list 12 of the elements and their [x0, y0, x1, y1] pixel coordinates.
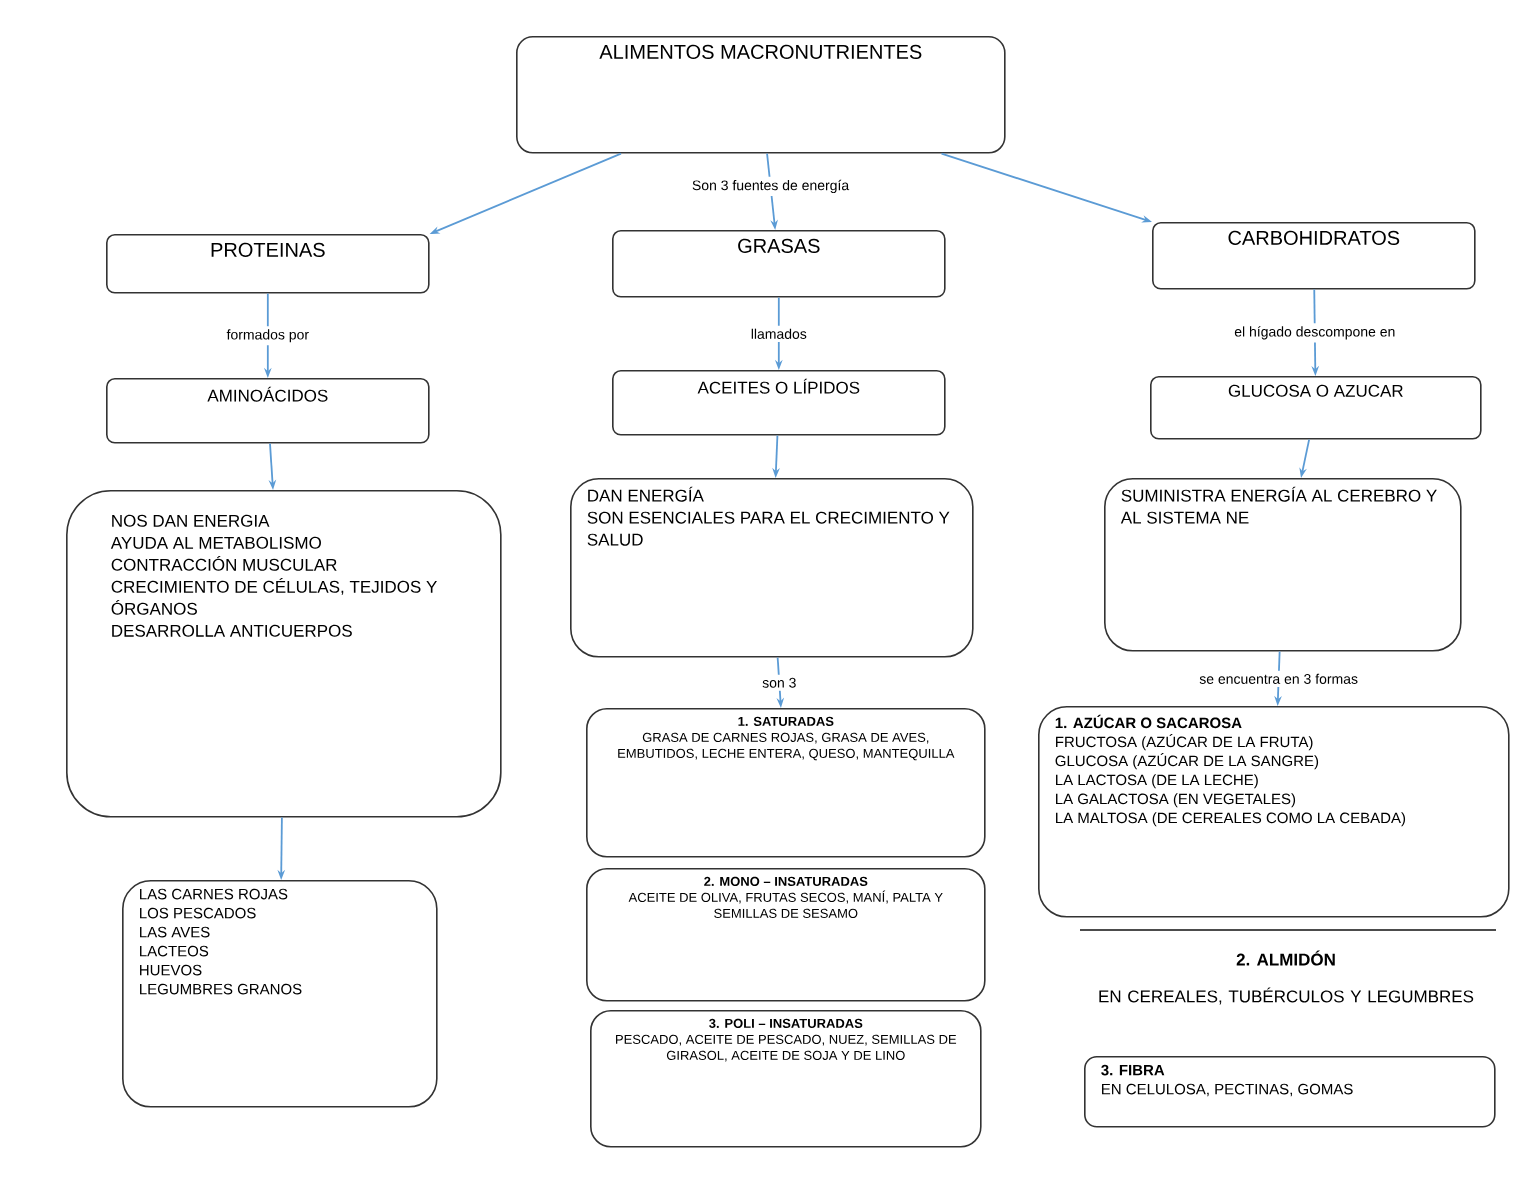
concept-box: PROTEINAS — [106, 234, 430, 294]
description-box: SUMINISTRA ENERGÍA AL CEREBRO Y AL SISTEMA NE — [1104, 478, 1462, 652]
description-box: NOS DAN ENERGIA AYUDA AL METABOLISMO CONTRACCIÓN MUSCULAR CRECIMIENTO DE CÉLULAS, TEJIDOS Y ÓRGANOS DESARROLLA ANTICUERPOS — [66, 490, 502, 818]
concept-box: CARBOHIDRATOS — [1152, 222, 1476, 290]
concept-box: GLUCOSA O AZUCAR — [1150, 376, 1482, 440]
description-box: DAN ENERGÍA SON ESENCIALES PARA EL CRECIMIENTO Y SALUD — [570, 478, 974, 658]
heading: 2. ALMIDÓN — [1236, 950, 1335, 966]
concept-box: GRASAS — [612, 230, 946, 298]
concept-box: AMINOÁCIDOS — [106, 378, 430, 444]
description: EN CEREALES, TUBÉRCULOS Y LEGUMBRES — [1099, 987, 1474, 1005]
title-box: ALIMENTOS MACRONUTRIENTES — [516, 36, 1006, 154]
concept-box: ACEITES O LÍPIDOS — [612, 370, 946, 436]
